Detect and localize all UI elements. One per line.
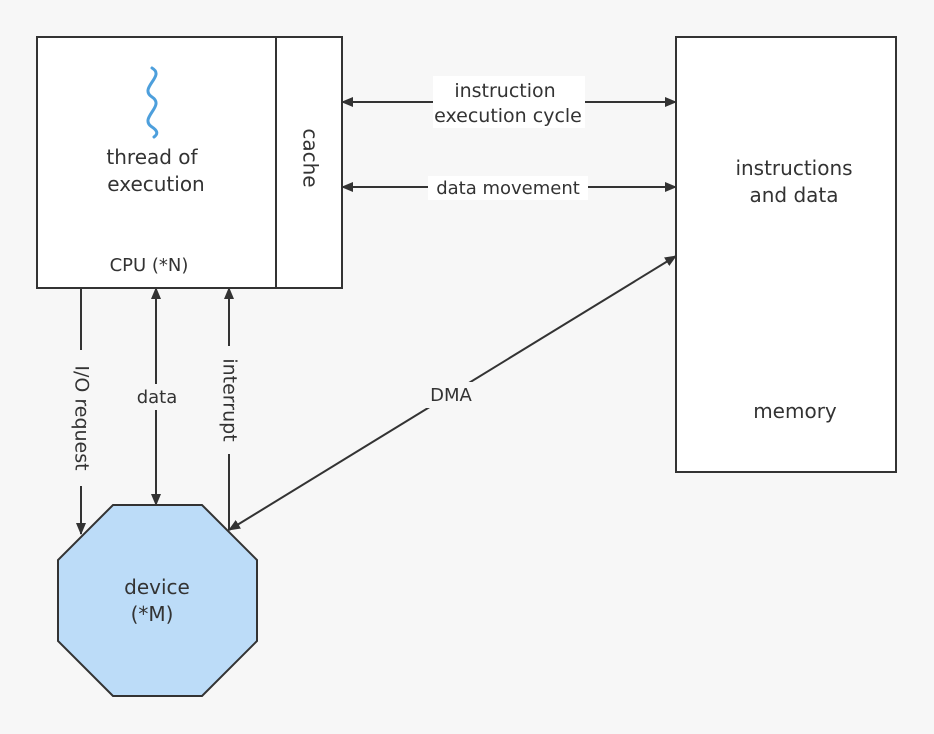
memory-label: memory — [753, 399, 837, 423]
memory-box: instructions and data memory — [675, 36, 897, 473]
device-octagon — [57, 504, 258, 697]
instruction-cycle-label-line1: instruction — [454, 80, 555, 102]
instruction-cycle-label-line2: execution cycle — [434, 105, 582, 127]
cpu-box: thread of execution CPU (*N) cache — [36, 36, 343, 289]
cpu-label: CPU (*N) — [110, 255, 189, 276]
device-label-line1: device — [124, 575, 190, 599]
thread-of-execution-line1: thread of — [106, 145, 198, 169]
thread-of-execution-line2: execution — [107, 172, 204, 196]
interrupt-label: interrupt — [219, 358, 241, 441]
data-label-bg — [134, 384, 180, 410]
dma-label: DMA — [430, 385, 472, 406]
data-movement-label: data movement — [436, 178, 580, 199]
device-label-line2: (*M) — [131, 602, 174, 626]
cache-label: cache — [299, 128, 323, 187]
dma-label-bg — [424, 382, 478, 408]
wave-icon — [146, 66, 159, 139]
instruction-cycle-label-bg — [433, 76, 585, 128]
io-request-label-bg — [66, 350, 96, 486]
memory-box-frame — [675, 36, 897, 473]
memory-content-line2: and data — [749, 183, 838, 207]
memory-content-line1: instructions — [735, 156, 852, 180]
device-node: device (*M) — [57, 504, 258, 697]
data-label: data — [137, 387, 178, 408]
data-movement-label-bg — [428, 176, 588, 200]
io-request-label: I/O request — [71, 365, 93, 470]
cpu-box-frame — [36, 36, 343, 289]
